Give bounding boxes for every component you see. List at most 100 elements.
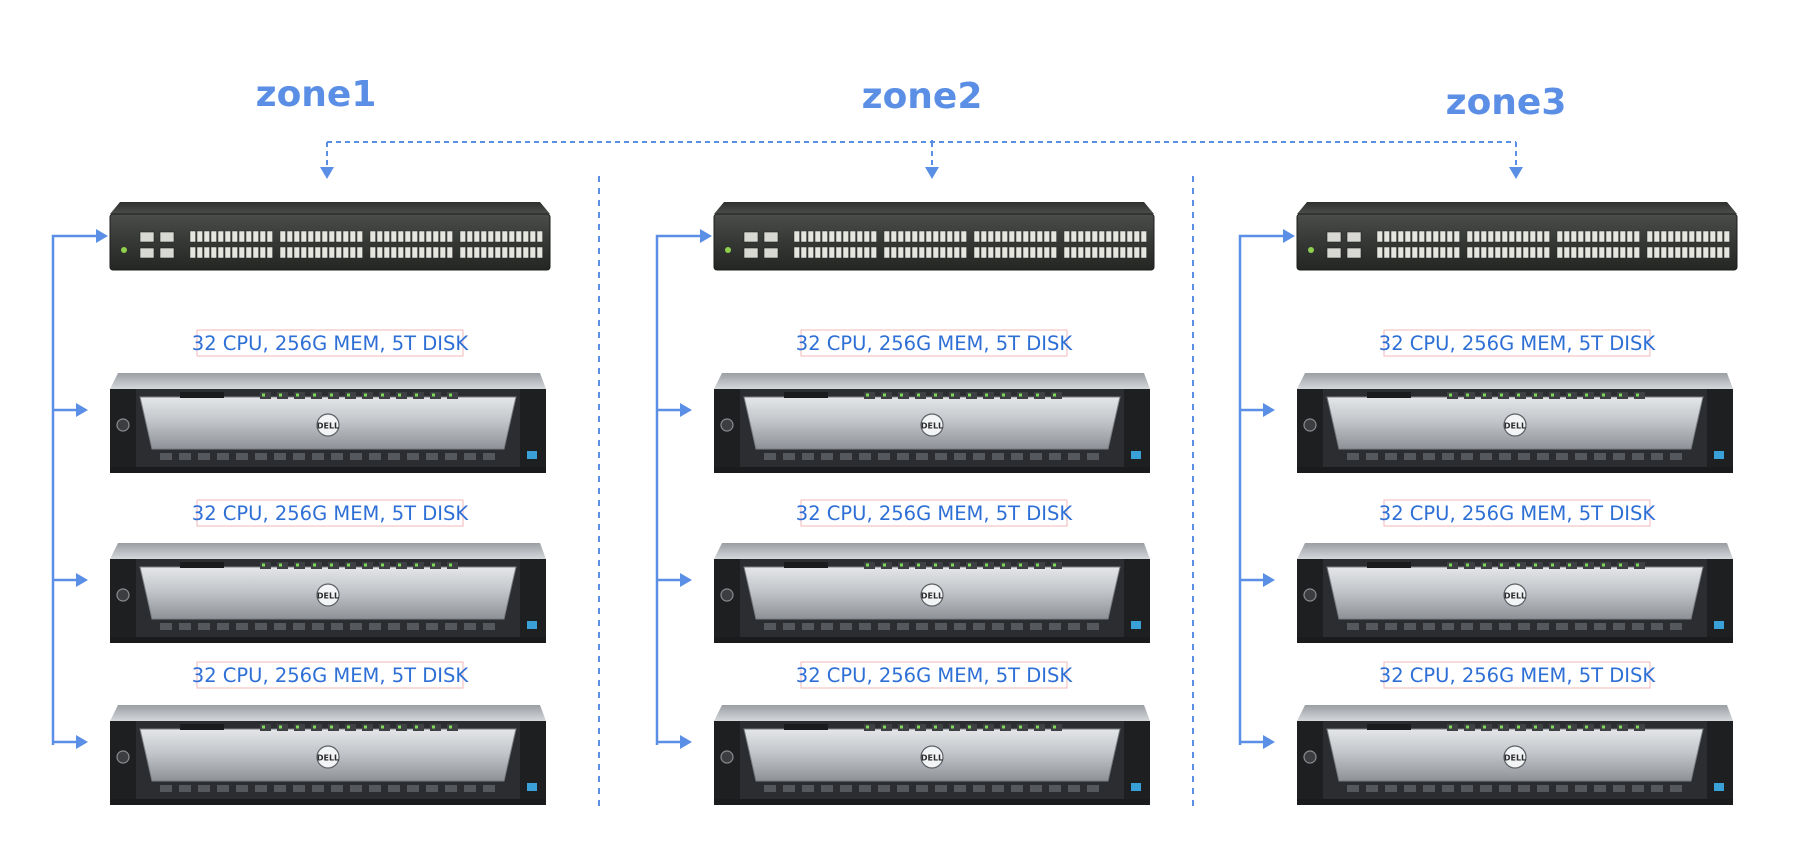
drive-bay bbox=[949, 562, 960, 569]
switch-port bbox=[1001, 246, 1008, 259]
drive-led bbox=[1036, 725, 1039, 729]
server-power-button bbox=[116, 418, 130, 432]
drive-bay bbox=[783, 623, 795, 630]
drive-bay bbox=[992, 785, 1004, 792]
drive-bay bbox=[1499, 453, 1511, 460]
switch-port bbox=[376, 230, 383, 243]
drive-bay bbox=[447, 392, 458, 399]
drive-bay bbox=[1499, 623, 1511, 630]
switch-port bbox=[1688, 230, 1695, 243]
switch-port bbox=[1404, 230, 1411, 243]
switch-port bbox=[189, 230, 196, 243]
drive-bay bbox=[1049, 623, 1061, 630]
drive-led bbox=[398, 563, 401, 567]
drive-bay bbox=[1464, 562, 1475, 569]
switch-port bbox=[245, 230, 252, 243]
switch-port bbox=[1598, 230, 1605, 243]
drive-bay bbox=[1583, 562, 1594, 569]
switch-port bbox=[1653, 246, 1660, 259]
switch-port bbox=[994, 230, 1001, 243]
switch-port bbox=[1105, 246, 1112, 259]
drive-bay bbox=[312, 623, 324, 630]
drive-bay bbox=[1515, 724, 1526, 731]
drive-bay bbox=[277, 392, 288, 399]
drive-led bbox=[1466, 393, 1469, 397]
drive-bay bbox=[898, 562, 909, 569]
drive-bay bbox=[1549, 392, 1560, 399]
drive-bay bbox=[413, 724, 424, 731]
switch-port bbox=[953, 246, 960, 259]
server-top bbox=[1297, 705, 1733, 721]
drive-bay bbox=[992, 623, 1004, 630]
switch-port bbox=[1570, 246, 1577, 259]
drive-led bbox=[330, 725, 333, 729]
arrow-head bbox=[680, 573, 692, 587]
dell-logo-icon bbox=[316, 413, 340, 437]
switch-port bbox=[1432, 246, 1439, 259]
drive-bay bbox=[983, 392, 994, 399]
drive-bay bbox=[1651, 623, 1663, 630]
server-spec-label: 32 CPU, 256G MEM, 5T DISK bbox=[796, 499, 1073, 527]
switch-port bbox=[1723, 230, 1730, 243]
drive-led bbox=[951, 393, 954, 397]
switch-port bbox=[1105, 230, 1112, 243]
switch-port bbox=[307, 230, 314, 243]
drive-bay bbox=[236, 623, 248, 630]
drive-led bbox=[968, 563, 971, 567]
spec-label-box bbox=[196, 499, 464, 527]
switch-port bbox=[1695, 246, 1702, 259]
drive-bay bbox=[1087, 453, 1099, 460]
switch-port bbox=[196, 230, 203, 243]
rack-server-icon: DELL bbox=[110, 705, 546, 805]
switch-port bbox=[1425, 230, 1432, 243]
spec-label-text: 32 CPU, 256G MEM, 5T DISK bbox=[1379, 332, 1657, 355]
server-power-button bbox=[1303, 750, 1317, 764]
switch-led bbox=[121, 247, 127, 253]
drive-bay bbox=[935, 623, 947, 630]
switch-port bbox=[1063, 246, 1070, 259]
arrow-head bbox=[1283, 229, 1295, 243]
server-model-badge bbox=[1367, 392, 1411, 398]
drive-led bbox=[1449, 725, 1452, 729]
drive-bay bbox=[217, 785, 229, 792]
drive-bay bbox=[915, 392, 926, 399]
drive-bay bbox=[396, 562, 407, 569]
switch-port bbox=[328, 246, 335, 259]
switch-port bbox=[800, 246, 807, 259]
switch-port bbox=[418, 246, 425, 259]
drive-bay bbox=[935, 785, 947, 792]
switch-port bbox=[425, 230, 432, 243]
switch-port bbox=[1077, 230, 1084, 243]
switch-port bbox=[1063, 230, 1070, 243]
drive-bay bbox=[1404, 623, 1416, 630]
drive-led bbox=[432, 725, 435, 729]
rack-server-icon: DELL bbox=[1297, 373, 1733, 473]
switch-port bbox=[1633, 246, 1640, 259]
switch-port bbox=[973, 246, 980, 259]
drive-led bbox=[900, 393, 903, 397]
drive-bay bbox=[1575, 453, 1587, 460]
switch-port bbox=[349, 230, 356, 243]
drive-bay bbox=[954, 623, 966, 630]
drive-bay bbox=[1600, 392, 1611, 399]
drive-led bbox=[449, 725, 452, 729]
switch-port bbox=[231, 246, 238, 259]
drive-led bbox=[1466, 725, 1469, 729]
switch-port bbox=[259, 230, 266, 243]
drive-led bbox=[1500, 725, 1503, 729]
drive-bay bbox=[864, 724, 875, 731]
switch-port bbox=[342, 246, 349, 259]
switch-port bbox=[1418, 246, 1425, 259]
switch-port bbox=[842, 230, 849, 243]
switch-port bbox=[217, 230, 224, 243]
switch-port bbox=[1432, 230, 1439, 243]
switch-port bbox=[939, 230, 946, 243]
intra-zone-bus bbox=[1238, 229, 1295, 749]
switch-port bbox=[849, 230, 856, 243]
drive-bay bbox=[312, 453, 324, 460]
switch-port bbox=[1397, 230, 1404, 243]
spec-label-box bbox=[196, 661, 464, 689]
arrow-head bbox=[680, 735, 692, 749]
drive-led bbox=[866, 563, 869, 567]
drive-bay bbox=[1034, 392, 1045, 399]
